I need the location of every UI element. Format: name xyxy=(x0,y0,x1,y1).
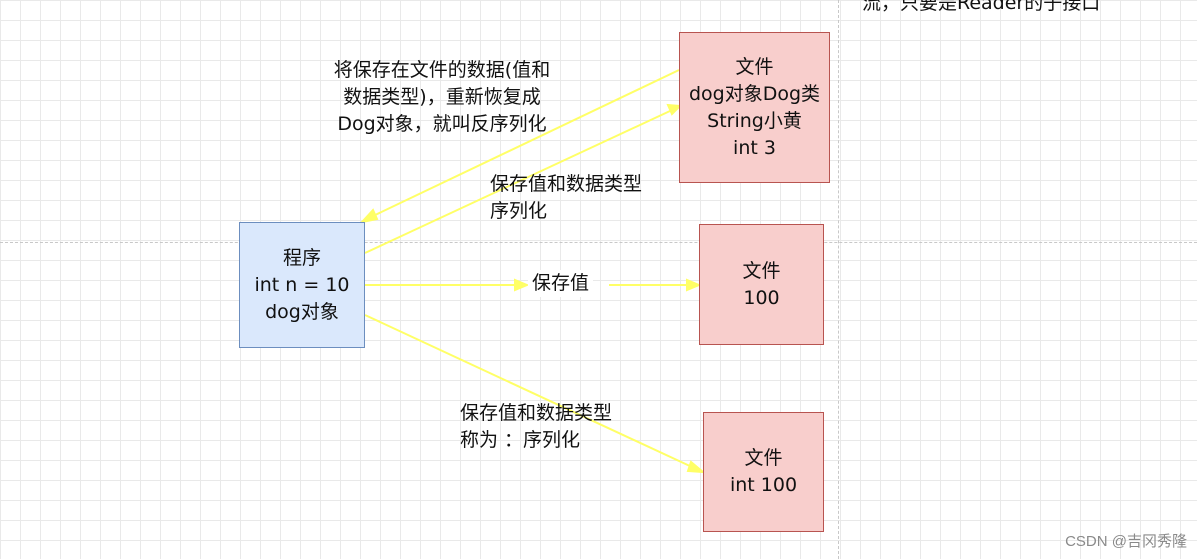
arrow-serialize-object xyxy=(364,110,671,254)
horizontal-guide-line xyxy=(0,242,1197,243)
program-box-line: dog对象 xyxy=(265,300,339,323)
file-object-line: dog对象Dog类 xyxy=(688,82,821,105)
serialize-typed-label: 保存值和数据类型 称为 ：序列化 xyxy=(460,400,612,454)
file-object-line: String小黄 xyxy=(707,109,802,132)
file-value-line: 文件 xyxy=(742,259,781,282)
program-box-line: 程序 xyxy=(282,246,321,269)
arrowhead-save-value-part1 xyxy=(514,278,530,292)
file-typed-line: int 100 xyxy=(729,474,798,496)
program-box-line: int n = 10 xyxy=(254,273,350,296)
program-box[interactable]: 程序 int n = 10 dog对象 xyxy=(239,222,365,348)
file-object-box[interactable]: 文件 dog对象Dog类 String小黄 int 3 xyxy=(679,32,830,183)
file-object-line: int 3 xyxy=(733,136,776,159)
arrowhead-save-value-part2 xyxy=(686,278,702,292)
serialize-object-label-line: 序列化 xyxy=(490,200,548,222)
deserialize-label-line: Dog对象，就叫反序列化 xyxy=(337,113,547,135)
csdn-watermark: CSDN @吉冈秀隆 xyxy=(1065,533,1187,550)
deserialize-label-line: 数据类型)，重新恢复成 xyxy=(343,86,541,108)
arrow-deserialize xyxy=(372,69,680,217)
arrow-serialize-typed xyxy=(364,314,693,468)
save-value-label: 保存值 xyxy=(528,270,594,297)
serialize-object-label: 保存值和数据类型 序列化 xyxy=(490,171,642,225)
serialize-object-label-line: 保存值和数据类型 xyxy=(490,173,643,195)
file-value-line: 100 xyxy=(743,286,780,309)
arrowhead-serialize-object xyxy=(666,103,683,116)
arrowhead-deserialize xyxy=(359,208,379,224)
deserialize-label: 将保存在文件的数据(值和 数据类型)，重新恢复成 Dog对象，就叫反序列化 xyxy=(312,57,572,138)
vertical-guide-line xyxy=(838,0,839,559)
file-object-line: 文件 xyxy=(735,55,774,78)
file-typed-box[interactable]: 文件 int 100 xyxy=(703,412,824,532)
clipped-top-text: 流，只要是Reader的子接口 xyxy=(862,0,1101,14)
serialize-typed-label-line: 保存值和数据类型 xyxy=(460,402,613,424)
file-typed-line: 文件 xyxy=(744,447,783,469)
file-value-box[interactable]: 文件 100 xyxy=(699,224,824,345)
deserialize-label-line: 将保存在文件的数据(值和 xyxy=(333,59,551,81)
serialize-typed-label-line: 称为 ：序列化 xyxy=(460,429,581,451)
arrowhead-serialize-typed xyxy=(686,460,707,474)
